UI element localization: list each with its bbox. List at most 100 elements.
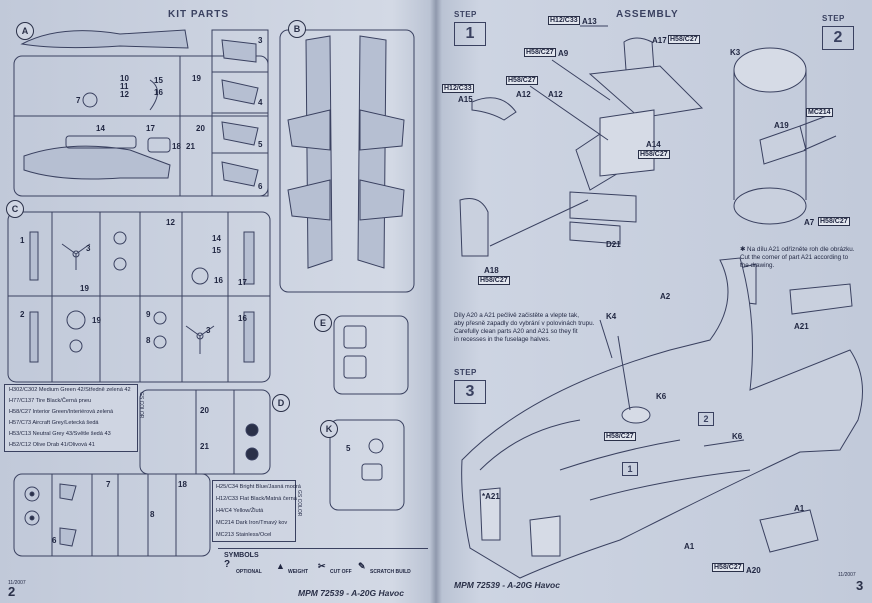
paint-legend-row: H4/C4 Yellow/Žlutá <box>216 508 264 514</box>
part-callout: A12 <box>548 90 563 99</box>
part-callout: K4 <box>606 312 617 321</box>
part-number: 3 <box>206 326 211 335</box>
page-title: ASSEMBLY <box>616 9 679 20</box>
part-number: 7 <box>106 480 111 489</box>
page-title: KIT PARTS <box>168 9 230 20</box>
part-number: 18 <box>178 480 187 489</box>
part-number: 1 <box>20 236 25 245</box>
part-number: 7 <box>76 96 81 105</box>
paint-legend-row: H302/C302 Medium Green 42/Středně zelená… <box>9 387 131 393</box>
part-number: 5 <box>258 140 263 149</box>
part-number: 10 <box>120 74 129 83</box>
part-callout: A7 <box>804 218 815 227</box>
sprue-drawings <box>7 29 415 557</box>
paint-callout: H58/C27 <box>712 563 744 572</box>
part-number: 12 <box>120 90 129 99</box>
gs-color-label: GS COLOR <box>296 490 302 517</box>
part-number: 4 <box>258 98 263 107</box>
part-number: 17 <box>146 124 155 133</box>
page-gutter <box>430 0 442 603</box>
part-callout: A13 <box>582 17 597 26</box>
paint-callout: H58/C27 <box>668 35 700 44</box>
symbol-optional: OPTIONAL <box>236 569 262 575</box>
paint-legend-row: H52/C12 Olive Drab 41/Olivová 41 <box>9 442 95 448</box>
step-3-label: STEP <box>454 368 477 377</box>
cut-off-icon: ✂ <box>318 561 326 571</box>
part-callout: A17 <box>652 36 667 45</box>
paint-legend-row: H77/C137 Tire Black/Černá pneu <box>9 398 92 404</box>
part-number: 16 <box>214 276 223 285</box>
paint-legend-row: H58/C27 Interior Green/Interiérová zelen… <box>9 409 114 415</box>
scratch-build-icon: ✎ <box>358 561 366 571</box>
symbols-title: SYMBOLS <box>224 552 259 559</box>
part-callout: A15 <box>458 95 473 104</box>
paint-legend: H302/C302 Medium Green 42/Středně zelená… <box>4 384 138 452</box>
part-number: 16 <box>154 88 163 97</box>
gs-color-label: GS COLOR <box>138 392 144 419</box>
step-2-label: STEP <box>822 14 845 23</box>
part-number: 8 <box>146 336 151 345</box>
part-number: 21 <box>200 442 209 451</box>
symbol-cut-off: CUT OFF <box>330 569 352 575</box>
part-number: 20 <box>196 124 205 133</box>
part-callout: K6 <box>732 432 743 441</box>
part-number: 15 <box>212 246 221 255</box>
a21-cut-note: ✱ Na dílu A21 odřízněte roh dle obrázku.… <box>740 246 855 269</box>
part-number: 11 <box>120 82 129 91</box>
part-callout: K3 <box>730 48 741 57</box>
paint-callout: H12/C33 <box>548 16 580 25</box>
assembly-drawings <box>459 25 863 579</box>
paint-callout: H58/C27 <box>506 76 538 85</box>
page-footer: MPM 72539 - A-20G Havoc <box>454 580 560 590</box>
part-callout: A18 <box>484 266 499 275</box>
fuselage-note: Díly A20 a A21 pečlivě začistěte a vlept… <box>454 312 595 343</box>
paint-callout: H58/C27 <box>478 276 510 285</box>
part-callout: A1 <box>794 504 805 513</box>
paint-callout: H58/C27 <box>524 48 556 57</box>
paint-callout: H12/C33 <box>442 84 474 93</box>
paint-callout: H58/C27 <box>818 217 850 226</box>
symbol-weight: WEIGHT <box>288 569 308 575</box>
step-2-number: 2 <box>822 26 854 50</box>
paint-legend-row: H57/C73 Aircraft Grey/Letecká šedá <box>9 420 99 426</box>
step-reference: 2 <box>698 412 714 426</box>
sprue-label-d: D <box>272 394 290 412</box>
part-callout: A2 <box>660 292 671 301</box>
sprue-label-c: C <box>6 200 24 218</box>
part-number: 12 <box>166 218 175 227</box>
part-number: 17 <box>238 278 247 287</box>
paint-legend-row: MC213 Stainless/Ocel <box>216 532 272 538</box>
part-number: 6 <box>52 536 57 545</box>
paint-legend-row: H12/C33 Flat Black/Matná černá <box>216 496 297 502</box>
part-number: 19 <box>192 74 201 83</box>
print-code: 11/2007 <box>8 580 26 586</box>
part-number: 8 <box>150 510 155 519</box>
part-number: 5 <box>346 444 351 453</box>
part-number: 15 <box>154 76 163 85</box>
sprue-label-b: B <box>288 20 306 38</box>
sprue-label-a: A <box>16 22 34 40</box>
assembly-page: ASSEMBLY <box>440 0 872 603</box>
part-number: 19 <box>92 316 101 325</box>
paint-callout: MC214 <box>806 108 833 117</box>
kit-parts-page: KIT PARTS <box>0 0 432 603</box>
page-footer: MPM 72539 - A-20G Havoc <box>298 588 404 598</box>
part-callout: A19 <box>774 121 789 130</box>
page-number: 3 <box>856 578 864 593</box>
part-number: 9 <box>146 310 151 319</box>
part-number: 6 <box>258 182 263 191</box>
part-number: 14 <box>212 234 221 243</box>
part-callout: D21 <box>606 240 621 249</box>
step-3-number: 3 <box>454 380 486 404</box>
sprue-label-e: E <box>314 314 332 332</box>
part-number: 14 <box>96 124 105 133</box>
optional-icon: ? <box>224 559 231 570</box>
part-number: 3 <box>258 36 263 45</box>
symbol-scratch-build: SCRATCH BUILD <box>370 569 411 575</box>
part-number: 2 <box>20 310 25 319</box>
part-callout: A14 <box>646 140 661 149</box>
weight-icon: ▲ <box>276 561 285 571</box>
print-code: 11/2007 <box>838 572 856 578</box>
part-number: 19 <box>80 284 89 293</box>
